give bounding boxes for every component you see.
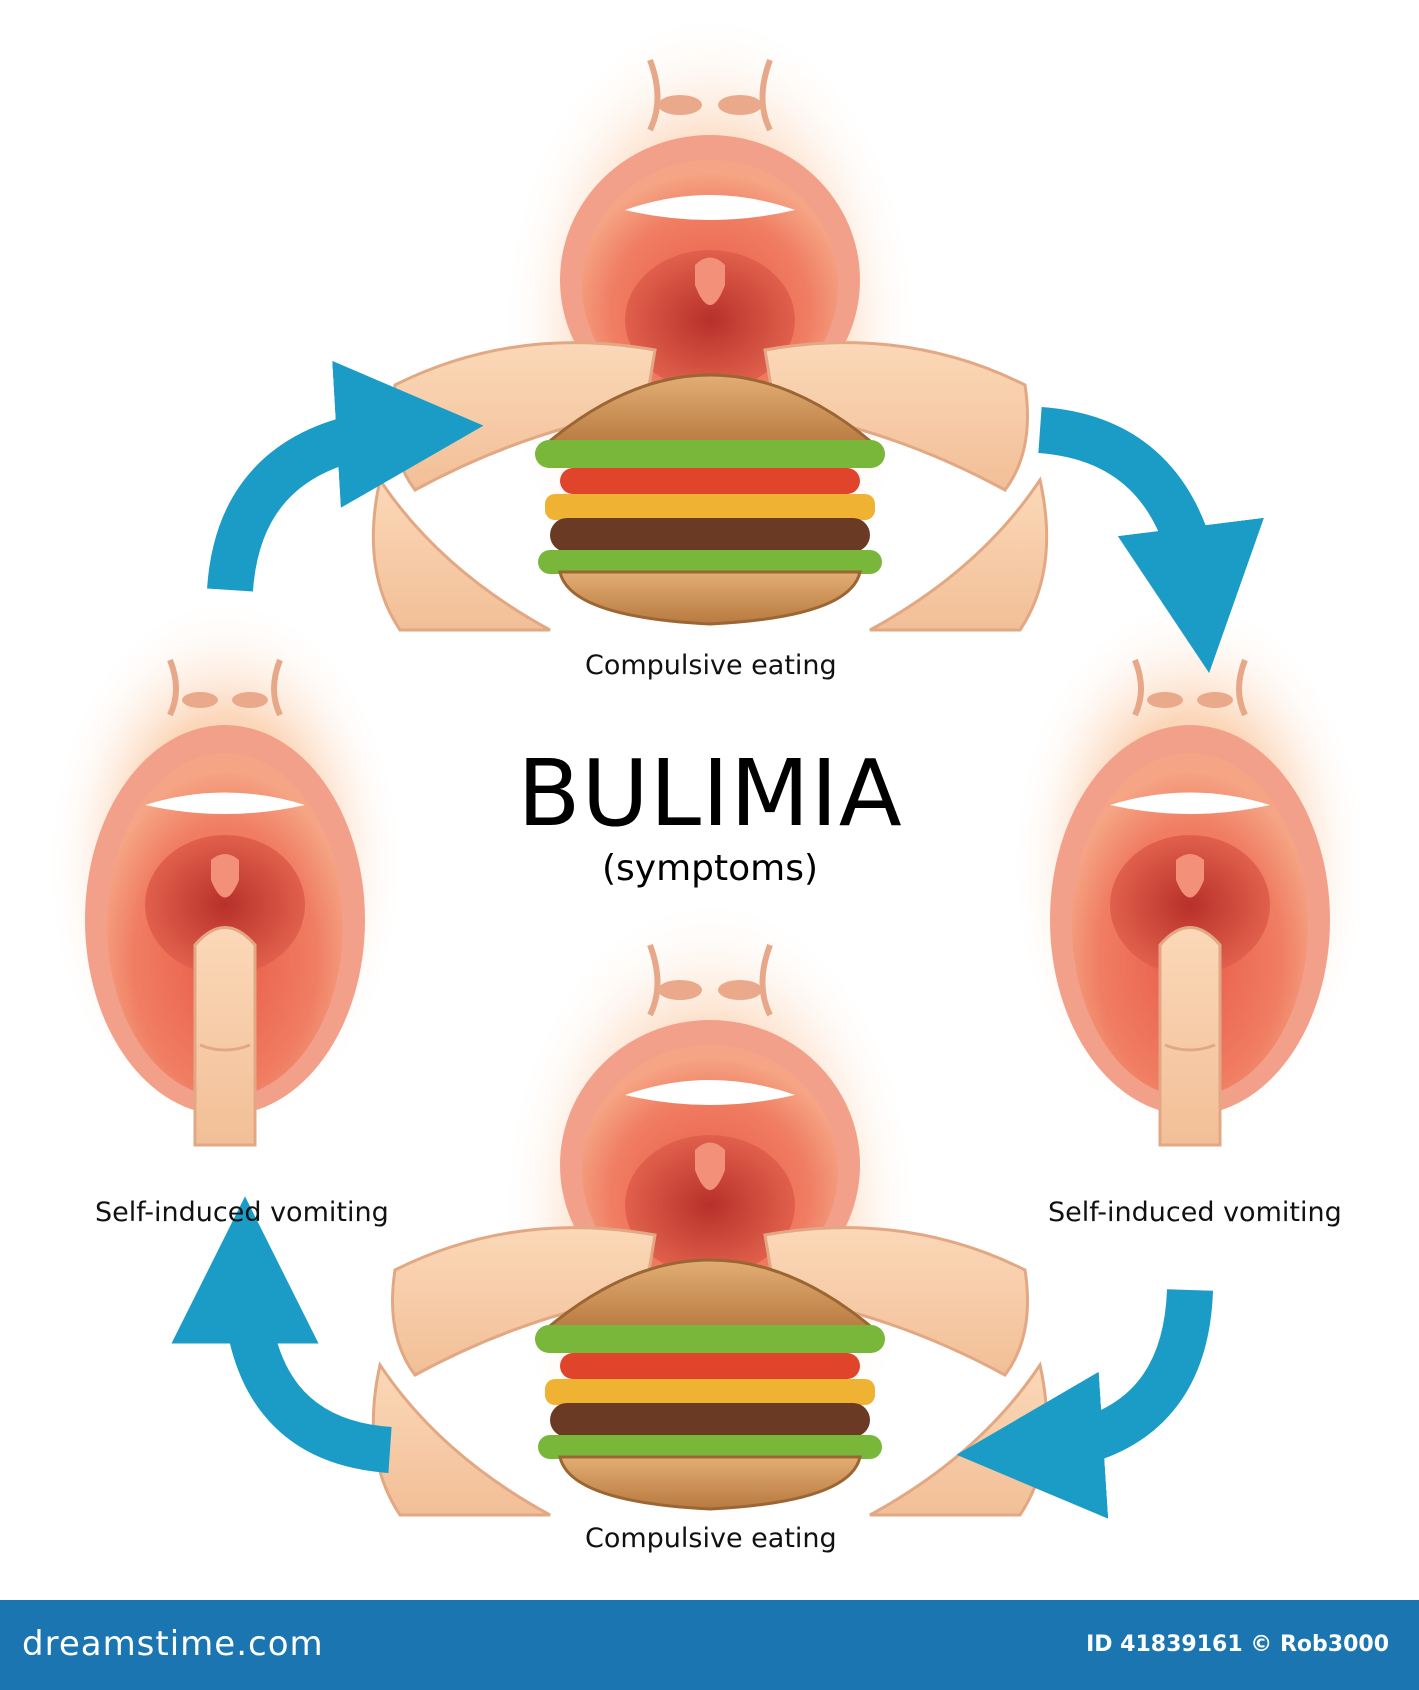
footer-image-credit: ID 41839161 © Rob3000 — [1086, 1632, 1389, 1657]
cycle-arrow-bottom-to-left — [171, 1196, 393, 1473]
self-induced-vomiting-illustration-left — [45, 595, 405, 1145]
cycle-arrow-top-to-right — [1037, 407, 1264, 674]
diagram-title: BULIMIA — [517, 740, 903, 847]
illustration — [0, 0, 1419, 1600]
cycle-arrow-left-to-top — [207, 360, 484, 592]
footer-site-logo: dreamstime.com — [22, 1624, 324, 1664]
cycle-arrow-right-to-bottom — [956, 1288, 1213, 1519]
stage-label-bottom: Compulsive eating — [585, 1523, 837, 1554]
compulsive-eating-illustration-top — [373, 10, 1046, 650]
compulsive-eating-illustration-bottom — [373, 895, 1046, 1535]
self-induced-vomiting-illustration-right — [1010, 595, 1370, 1145]
stage-label-left: Self-induced vomiting — [95, 1197, 389, 1228]
footer-bar: dreamstime.com ID 41839161 © Rob3000 — [0, 1600, 1419, 1690]
stage-label-top: Compulsive eating — [585, 650, 837, 681]
diagram-subtitle: (symptoms) — [601, 848, 819, 889]
stage-label-right: Self-induced vomiting — [1048, 1197, 1342, 1228]
